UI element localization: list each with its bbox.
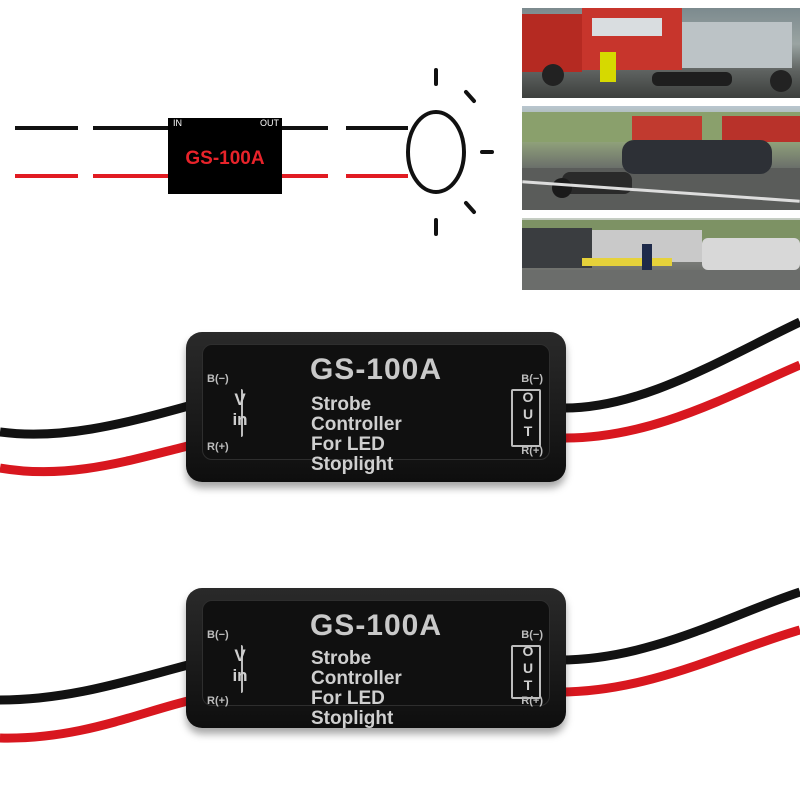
module-title: GS-100A: [309, 609, 443, 642]
wiring-diagram: IN OUT GS-100A: [15, 68, 494, 236]
m1-wire-red-left: [0, 440, 194, 477]
desc-line-3: For LED: [311, 688, 385, 709]
m2-wire-black-right: [559, 587, 800, 665]
desc-line-2: Controller: [311, 414, 402, 435]
desc-line-2: Controller: [311, 668, 402, 689]
module-description: Strobe Controller For LED Stoplight: [311, 395, 402, 475]
m2-wire-red-left: [0, 695, 194, 743]
m2-wire-black-left: [0, 659, 194, 705]
desc-line-3: For LED: [311, 434, 385, 455]
m2-wire-red-right: [559, 625, 800, 697]
out-bottom-pin-label: R(+): [521, 445, 543, 457]
vin-bottom-pin-label: R(+): [207, 441, 229, 453]
out-top-pin-label: B(−): [521, 629, 543, 641]
module-label-panel: GS-100A B(−) V in R(+) Strobe Controller…: [202, 600, 550, 729]
vin-top-pin-label: B(−): [207, 629, 229, 641]
out-label: O U T: [522, 389, 534, 439]
module-description: Strobe Controller For LED Stoplight: [311, 649, 402, 729]
strobe-controller-module-1: GS-100A B(−) V in R(+) Strobe Controller…: [186, 332, 566, 482]
desc-line-1: Strobe: [311, 648, 372, 669]
out-bottom-pin-label: R(+): [521, 695, 543, 707]
desc-line-4: Stoplight: [311, 454, 394, 475]
vin-in-label: in: [232, 410, 248, 429]
desc-line-1: Strobe: [311, 394, 372, 415]
out-top-pin-label: B(−): [521, 373, 543, 385]
vin-v-label: V: [234, 390, 246, 409]
m1-wire-black-left: [0, 400, 194, 439]
m1-wire-red-right: [559, 360, 800, 443]
desc-line-4: Stoplight: [311, 708, 394, 729]
photo-fire-truck-scene: [522, 8, 800, 98]
m1-wire-black-right: [559, 317, 800, 413]
photo-emergency-responders: [522, 218, 800, 290]
diagram-module-box: [168, 118, 282, 194]
lamp-icon: [406, 110, 466, 194]
vin-bottom-pin-label: R(+): [207, 695, 229, 707]
diagram-label-out: OUT: [260, 118, 280, 128]
module-label-panel: GS-100A B(−) V in R(+) Strobe Controller…: [202, 344, 550, 475]
module-title: GS-100A: [309, 353, 443, 386]
photo-car-collision: [522, 106, 800, 210]
vin-in-label: in: [232, 666, 248, 685]
diagram-label-in: IN: [173, 118, 182, 128]
vin-top-pin-label: B(−): [207, 373, 229, 385]
diagram-module-name: GS-100A: [185, 148, 264, 169]
strobe-controller-module-2: GS-100A B(−) V in R(+) Strobe Controller…: [186, 588, 566, 729]
light-rays-icon: [434, 68, 494, 236]
out-label: O U T: [522, 643, 534, 693]
vin-v-label: V: [234, 646, 246, 665]
